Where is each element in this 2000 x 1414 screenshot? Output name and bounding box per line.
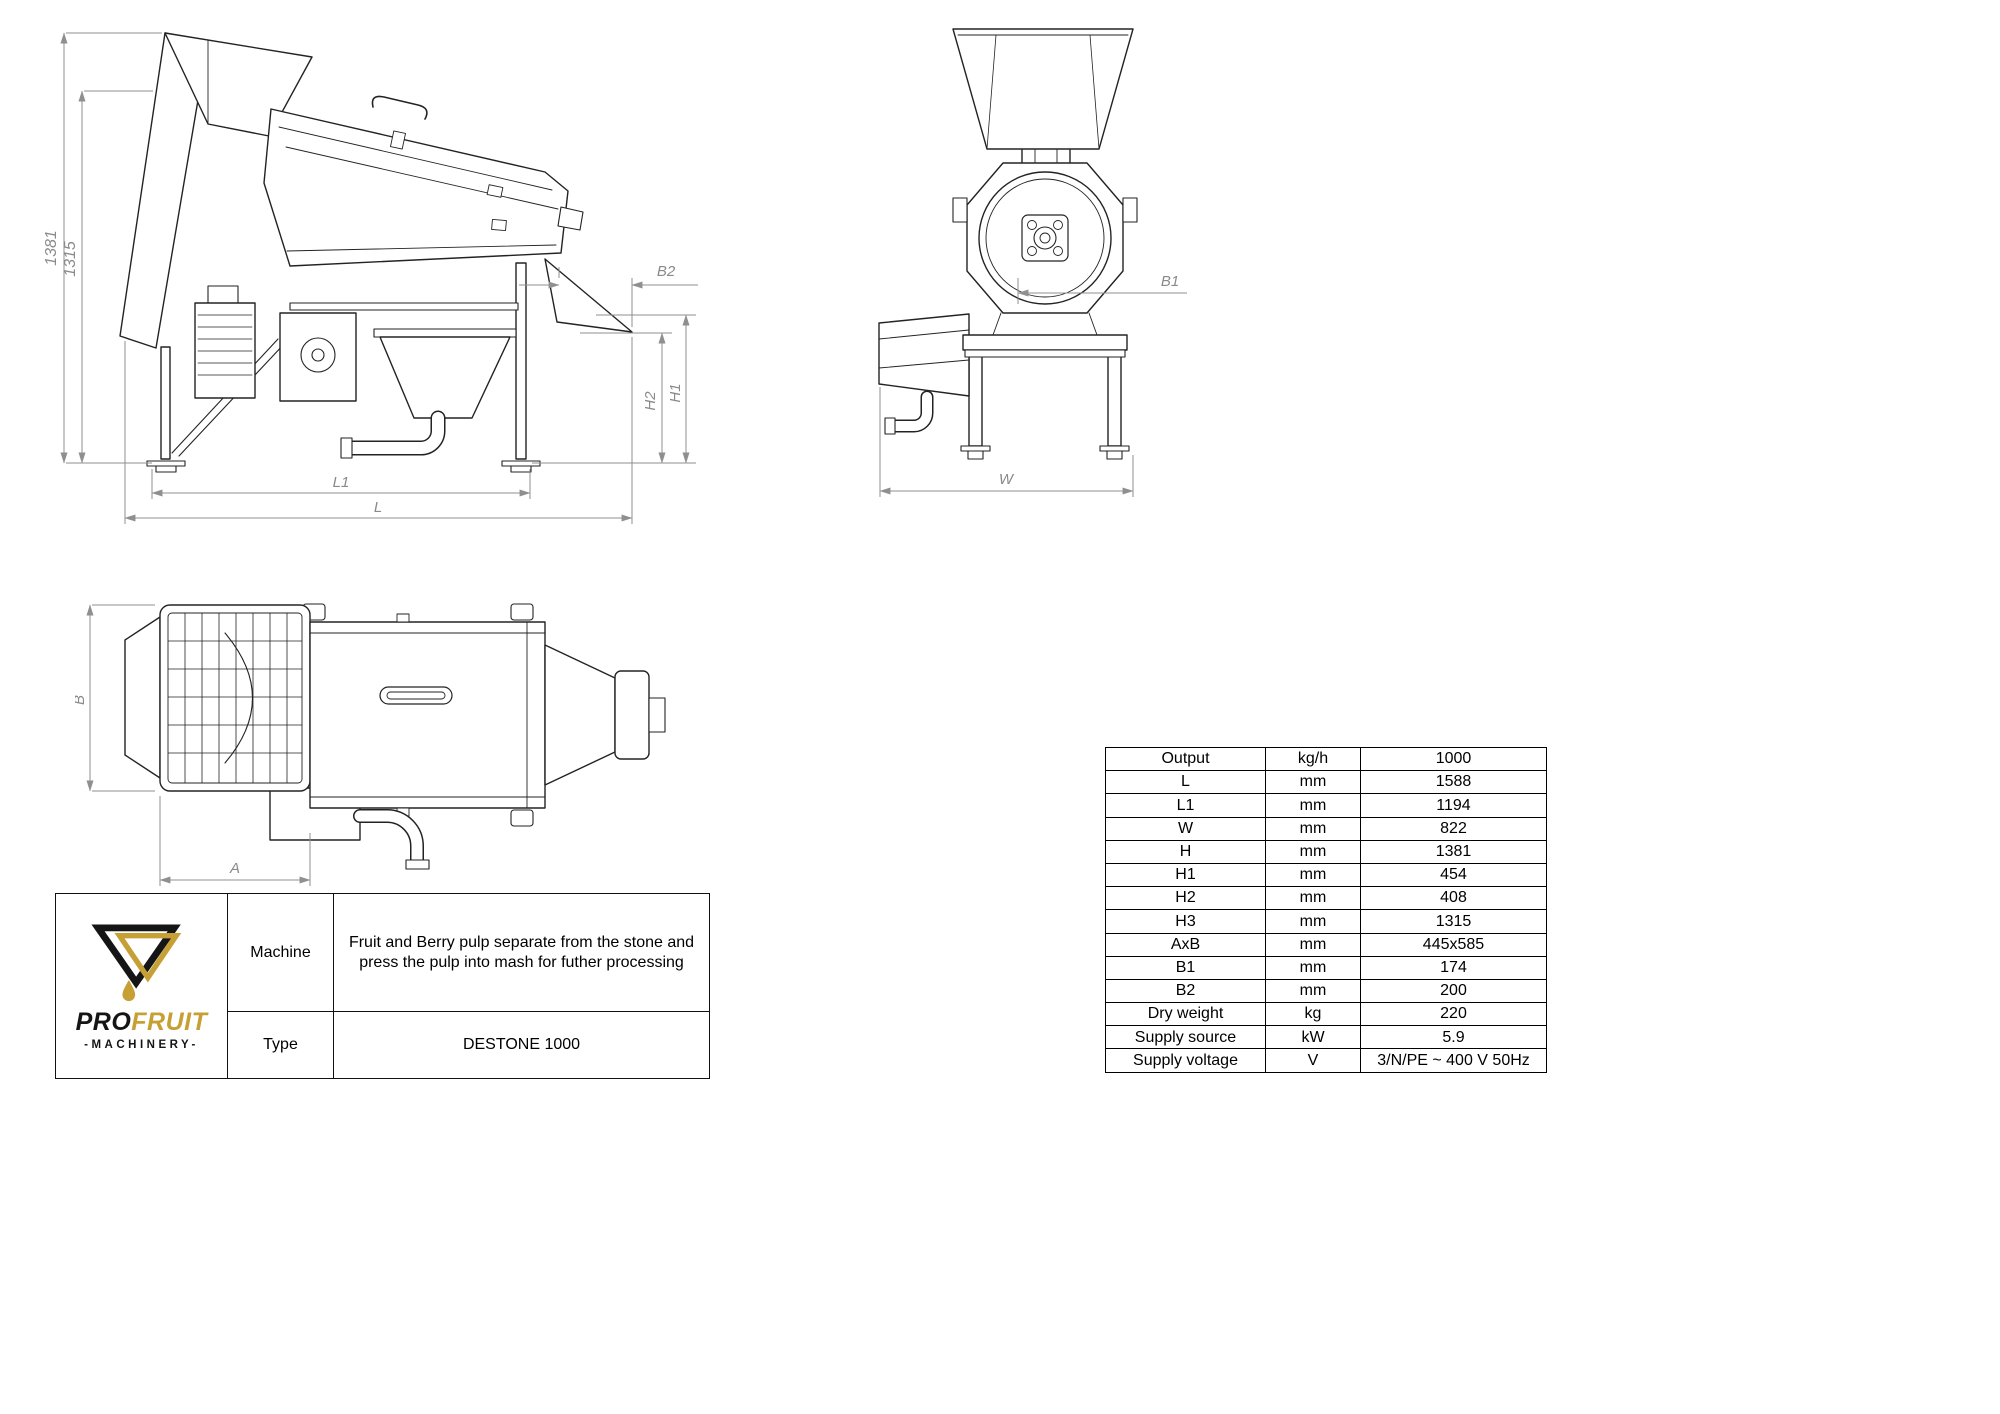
spec-unit: mm bbox=[1265, 770, 1361, 795]
spec-value: 1381 bbox=[1360, 839, 1547, 864]
spec-value: 822 bbox=[1360, 816, 1547, 841]
spec-value: 174 bbox=[1360, 955, 1547, 980]
brand-name-pro: PRO bbox=[75, 1007, 132, 1036]
type-value: DESTONE 1000 bbox=[462, 1036, 581, 1053]
spec-param: Supply source bbox=[1105, 1025, 1266, 1050]
spec-param: H3 bbox=[1105, 909, 1266, 934]
type-label: Type bbox=[228, 1012, 334, 1078]
dim-label-h1: H1 bbox=[667, 383, 684, 402]
spec-unit: kg bbox=[1265, 1002, 1361, 1027]
spec-param: H bbox=[1105, 839, 1266, 864]
title-block: PROFRUIT -MACHINERY- Machine Fruit and B… bbox=[55, 893, 710, 1079]
top-view-machine bbox=[124, 603, 666, 870]
spec-unit: mm bbox=[1265, 793, 1361, 818]
spec-unit: mm bbox=[1265, 839, 1361, 864]
dim-label-1315: 1315 bbox=[62, 241, 79, 277]
spec-value: 445x585 bbox=[1360, 932, 1547, 957]
dim-label-w: W bbox=[999, 471, 1015, 488]
side-view-dimensions bbox=[60, 32, 698, 524]
spec-param: L bbox=[1105, 770, 1266, 795]
spec-value: 408 bbox=[1360, 886, 1547, 911]
spec-value: 5.9 bbox=[1360, 1025, 1547, 1050]
spec-param: B1 bbox=[1105, 955, 1266, 980]
spec-value: 220 bbox=[1360, 1002, 1547, 1027]
spec-unit: mm bbox=[1265, 932, 1361, 957]
spec-param: B2 bbox=[1105, 978, 1266, 1004]
brand-name: PROFRUIT bbox=[75, 1007, 208, 1036]
spec-unit: mm bbox=[1265, 955, 1361, 980]
dim-label-1381: 1381 bbox=[43, 230, 60, 266]
front-view-dimension-labels: B1 W bbox=[999, 273, 1179, 488]
dim-label-l1: L1 bbox=[333, 474, 350, 491]
spec-param: H2 bbox=[1105, 886, 1266, 911]
spec-unit: kg/h bbox=[1265, 746, 1361, 772]
spec-param: L1 bbox=[1105, 793, 1266, 818]
machine-label: Machine bbox=[228, 894, 334, 1012]
dim-label-b: B bbox=[75, 695, 88, 705]
front-view-drawing: B1 W bbox=[878, 28, 1187, 497]
spec-value: 454 bbox=[1360, 862, 1547, 888]
spec-value: 1588 bbox=[1360, 770, 1547, 795]
spec-value: 1315 bbox=[1360, 909, 1547, 934]
spec-param: AxB bbox=[1105, 932, 1266, 957]
spec-param: W bbox=[1105, 816, 1266, 841]
spec-value: 1194 bbox=[1360, 793, 1547, 818]
top-view-dimensions bbox=[86, 604, 311, 886]
top-view-dimension-labels: B A bbox=[75, 695, 240, 877]
spec-unit: mm bbox=[1265, 816, 1361, 841]
dim-label-b2: B2 bbox=[657, 263, 676, 280]
spec-param: Output bbox=[1105, 746, 1266, 772]
spec-value: 3/N/PE ~ 400 V 50Hz bbox=[1360, 1048, 1547, 1073]
spec-unit: mm bbox=[1265, 909, 1361, 934]
spec-param: H1 bbox=[1105, 862, 1266, 888]
spec-unit: mm bbox=[1265, 886, 1361, 911]
spec-unit: kW bbox=[1265, 1025, 1361, 1050]
brand-subtitle: -MACHINERY- bbox=[84, 1038, 199, 1051]
spec-value: 200 bbox=[1360, 978, 1547, 1004]
brand-logo: PROFRUIT -MACHINERY- bbox=[56, 894, 228, 1078]
dim-label-a: A bbox=[229, 860, 240, 877]
dim-label-l: L bbox=[374, 499, 382, 516]
spec-value: 1000 bbox=[1360, 746, 1547, 772]
dim-label-b1: B1 bbox=[1161, 273, 1179, 290]
spec-param: Dry weight bbox=[1105, 1002, 1266, 1027]
top-view-drawing: B A bbox=[75, 603, 666, 886]
front-view-machine bbox=[878, 28, 1138, 460]
dim-label-h2: H2 bbox=[642, 391, 659, 411]
spec-unit: mm bbox=[1265, 862, 1361, 888]
spec-param: Supply voltage bbox=[1105, 1048, 1266, 1073]
front-view-dimensions bbox=[879, 278, 1187, 497]
profruit-logo-icon bbox=[90, 923, 181, 1001]
side-view-dimension-labels: 1381 1315 B2 H2 H1 L1 L bbox=[43, 230, 684, 516]
machine-description: Fruit and Berry pulp separate from the s… bbox=[334, 894, 709, 1012]
spec-unit: V bbox=[1265, 1048, 1361, 1073]
side-view-drawing: 1381 1315 B2 H2 H1 L1 L bbox=[43, 32, 698, 524]
brand-name-fruit: FRUIT bbox=[131, 1007, 208, 1036]
side-view-machine bbox=[119, 32, 633, 473]
spec-unit: mm bbox=[1265, 978, 1361, 1004]
